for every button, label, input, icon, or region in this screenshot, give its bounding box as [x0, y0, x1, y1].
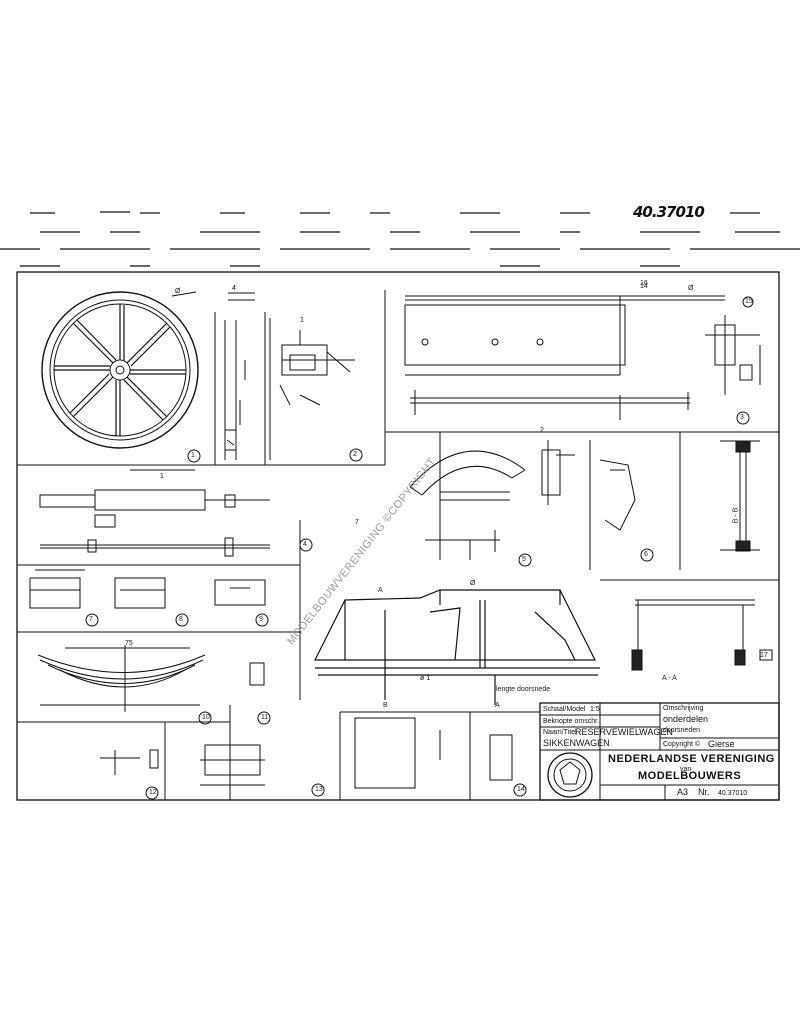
copyright-label: Copyright © [663, 741, 701, 748]
section-a-view [631, 599, 773, 671]
svg-text:7: 7 [355, 519, 359, 526]
wheel-drawing [41, 291, 201, 463]
svg-text:14: 14 [640, 283, 648, 290]
section-a-label: A - A [662, 675, 677, 682]
top-dash-marks [0, 211, 800, 267]
axle-plan-detail [39, 469, 313, 557]
small-parts-center [425, 440, 654, 567]
svg-text:1: 1 [300, 317, 304, 324]
section-b-label: B - B [732, 507, 740, 524]
panel-grid [17, 290, 779, 800]
detail-marker-12: 12 [149, 789, 157, 796]
part-line-1: onderdelen [663, 714, 709, 724]
svg-text:4: 4 [232, 285, 236, 292]
part-label: Omschrijving [663, 705, 704, 712]
detail-marker-6: 6 [644, 551, 648, 558]
detail-marker-11: 11 [261, 714, 269, 721]
handwritten-drawing-number: 40.37010 [633, 203, 705, 221]
section-mark-a: A [378, 587, 383, 594]
svg-text:2: 2 [540, 427, 544, 434]
detail-marker-14: 14 [517, 786, 525, 793]
detail-marker-16: 16 [640, 280, 648, 287]
subject-label: Naam/Titel [543, 729, 577, 736]
beam-drawing [404, 295, 725, 420]
number-label: Nr. [698, 787, 710, 797]
section-mark-a-bottom: A [495, 702, 500, 709]
subject-line-2: SIKKENWAGEN [543, 738, 610, 748]
svg-text:Ø: Ø [470, 580, 476, 587]
scale-value: 1:5 [590, 706, 600, 713]
svg-text:1: 1 [160, 473, 164, 480]
axle-end-detail [269, 318, 363, 462]
detail-marker-7: 7 [89, 616, 93, 623]
maker-label: Beknopte omschr. [543, 718, 600, 725]
association-logo [547, 752, 593, 798]
leaf-spring [37, 645, 271, 725]
detail-marker-8: 8 [179, 616, 183, 623]
title-block-frame [539, 702, 780, 801]
organization-line-2: van [680, 766, 692, 773]
paper-format: A3 [677, 787, 689, 797]
detail-marker-17: 17 [760, 652, 768, 659]
scale-label: Schaal/Model [543, 706, 586, 713]
section-b-view [720, 440, 760, 552]
number-value: 40.37010 [718, 790, 748, 797]
detail-marker-4: 4 [303, 541, 307, 548]
hub-detail [224, 292, 255, 460]
drawing-frame [16, 271, 780, 801]
copyright-holder: Gierse [708, 739, 735, 749]
section-mark-b: B [383, 702, 388, 709]
detail-marker-3: 3 [740, 414, 744, 421]
length-section-label: lengte doorsnede [496, 686, 551, 693]
small-brackets-row [29, 569, 269, 627]
bracket-detail-right [705, 296, 761, 425]
detail-marker-1: 1 [191, 452, 195, 459]
detail-marker-2: 2 [353, 451, 357, 458]
detail-marker-10: 10 [202, 714, 210, 721]
svg-text:ø 1: ø 1 [420, 675, 430, 682]
part-line-2: doorsneden [663, 727, 700, 734]
detail-marker-15: 15 [745, 298, 753, 305]
undercarriage-section [314, 589, 600, 705]
organization-line-1: NEDERLANDSE VERENIGING [608, 753, 775, 765]
svg-text:75: 75 [125, 640, 133, 647]
organization-line-3: MODELBOUWERS [638, 770, 742, 782]
arched-part [409, 450, 526, 501]
svg-text:Ø: Ø [175, 288, 181, 295]
svg-text:Ø: Ø [688, 285, 694, 292]
detail-marker-13: 13 [315, 786, 323, 793]
subject-line-1: RESERVEWIELWAGEN [575, 727, 673, 737]
bottom-small-details [100, 717, 527, 800]
detail-marker-9: 9 [259, 616, 263, 623]
detail-marker-5: 5 [522, 556, 526, 563]
